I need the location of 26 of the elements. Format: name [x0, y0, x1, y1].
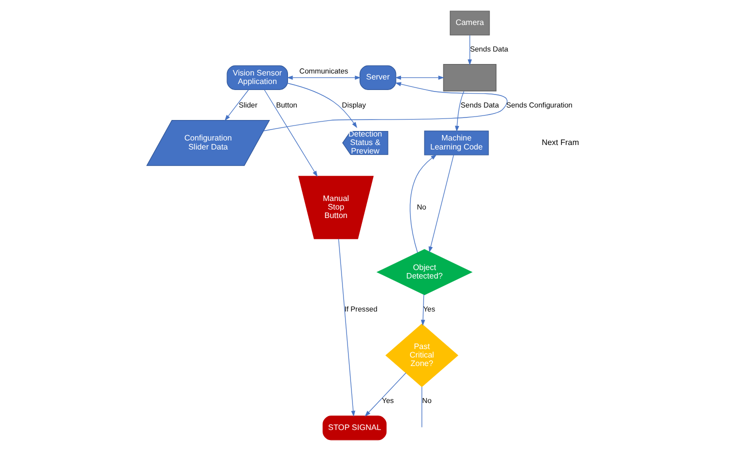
arrow [420, 294, 426, 326]
arrow [395, 76, 444, 80]
edge-label: Sends Data [460, 100, 499, 110]
edge-label: Communicates [299, 66, 348, 76]
arrow [338, 238, 356, 417]
arrow [468, 34, 472, 66]
arrow [454, 90, 464, 132]
arrow [428, 154, 454, 253]
arrow [410, 154, 437, 254]
edge-label: Display [342, 100, 366, 110]
edge-label: Button [276, 100, 298, 110]
arrow [286, 76, 361, 80]
arrow [264, 89, 318, 177]
edge-label: Slider [238, 100, 258, 110]
edge-label: Sends Configuration [506, 100, 573, 110]
edge-label: Yes [382, 396, 394, 406]
arrow [224, 89, 249, 121]
arrow [364, 372, 406, 417]
edge-label: No [416, 202, 426, 212]
edge-label: No [422, 396, 432, 406]
arrow [287, 82, 358, 128]
edge-label: If Pressed [344, 304, 378, 314]
arrow [263, 82, 508, 132]
edge-label: Sends Data [470, 44, 508, 54]
edge-label: Yes [423, 304, 436, 314]
node-box [443, 64, 496, 92]
